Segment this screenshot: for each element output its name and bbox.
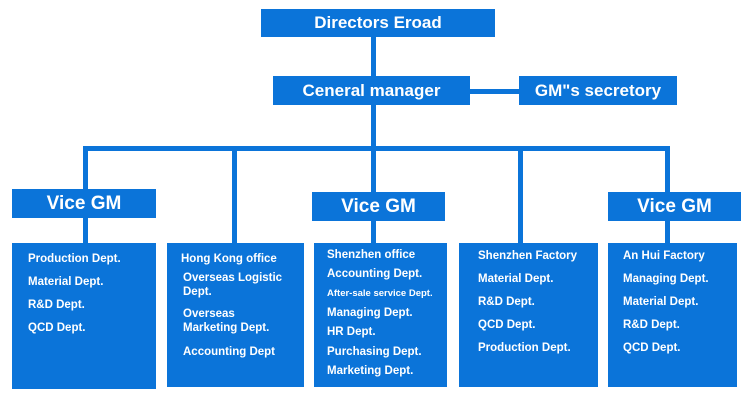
connector-vgm3-to-dept (665, 220, 670, 244)
general-manager-box: Ceneral manager (273, 76, 470, 105)
connector-vgm1-to-dept (83, 217, 88, 246)
dept-item: R&D Dept. (623, 319, 680, 331)
dept-item: Material Dept. (28, 276, 104, 288)
connector-drop-2 (232, 146, 237, 246)
dept-item: QCD Dept. (478, 319, 536, 331)
dept-item: QCD Dept. (623, 342, 681, 354)
dept-item: Material Dept. (623, 296, 699, 308)
dept-item: Shenzhen Factory (478, 250, 578, 262)
dept-box-3: Shenzhen office Accounting Dept. After-s… (314, 243, 447, 387)
dept-item: Hong Kong office (181, 253, 277, 265)
dept-item: Material Dept. (478, 273, 554, 285)
dept-box-2: Hong Kong office Overseas Logistic Dept.… (167, 243, 304, 387)
vice-gm-box-2: Vice GM (312, 192, 445, 221)
dept-item: Managing Dept. (327, 307, 413, 319)
secretary-box: GM"s secretory (519, 76, 677, 105)
dept-item: Accounting Dept. (327, 268, 423, 280)
connector-gm-to-branch (371, 104, 376, 150)
dept-item: Managing Dept. (623, 273, 709, 285)
dept-item: Purchasing Dept. (327, 346, 422, 358)
dept-item: HR Dept. (327, 326, 376, 338)
connector-drop-3 (371, 146, 376, 192)
dept-item: Marketing Dept. (327, 365, 414, 377)
connector-drop-4 (518, 146, 523, 246)
dept-item: Production Dept. (478, 342, 571, 354)
connector-branch-horizontal (83, 146, 670, 151)
dept-item: Shenzhen office (327, 249, 416, 261)
dept-item: Production Dept. (28, 253, 121, 265)
dept-box-4: Shenzhen Factory Material Dept. R&D Dept… (459, 243, 598, 387)
dept-item: Accounting Dept (183, 346, 275, 358)
dept-box-1: Production Dept. Material Dept. R&D Dept… (12, 243, 156, 389)
dept-item: R&D Dept. (28, 299, 85, 311)
connector-top-to-gm (371, 36, 376, 78)
connector-drop-5 (665, 146, 670, 192)
connector-drop-1 (83, 146, 88, 190)
vice-gm-box-1: Vice GM (12, 189, 156, 218)
dept-item: After-sale service Dept. (327, 288, 433, 299)
connector-gm-to-secretary (470, 89, 520, 94)
dept-item: Overseas Marketing Dept. (183, 308, 270, 334)
dept-box-5: An Hui Factory Managing Dept. Material D… (608, 243, 737, 387)
dept-item: QCD Dept. (28, 322, 86, 334)
dept-item: R&D Dept. (478, 296, 535, 308)
dept-item: An Hui Factory (623, 250, 705, 262)
dept-item: Overseas Logistic Dept. (183, 272, 283, 298)
directors-box: Directors Eroad (261, 9, 495, 37)
connector-vgm2-to-dept (371, 220, 376, 244)
vice-gm-box-3: Vice GM (608, 192, 741, 221)
